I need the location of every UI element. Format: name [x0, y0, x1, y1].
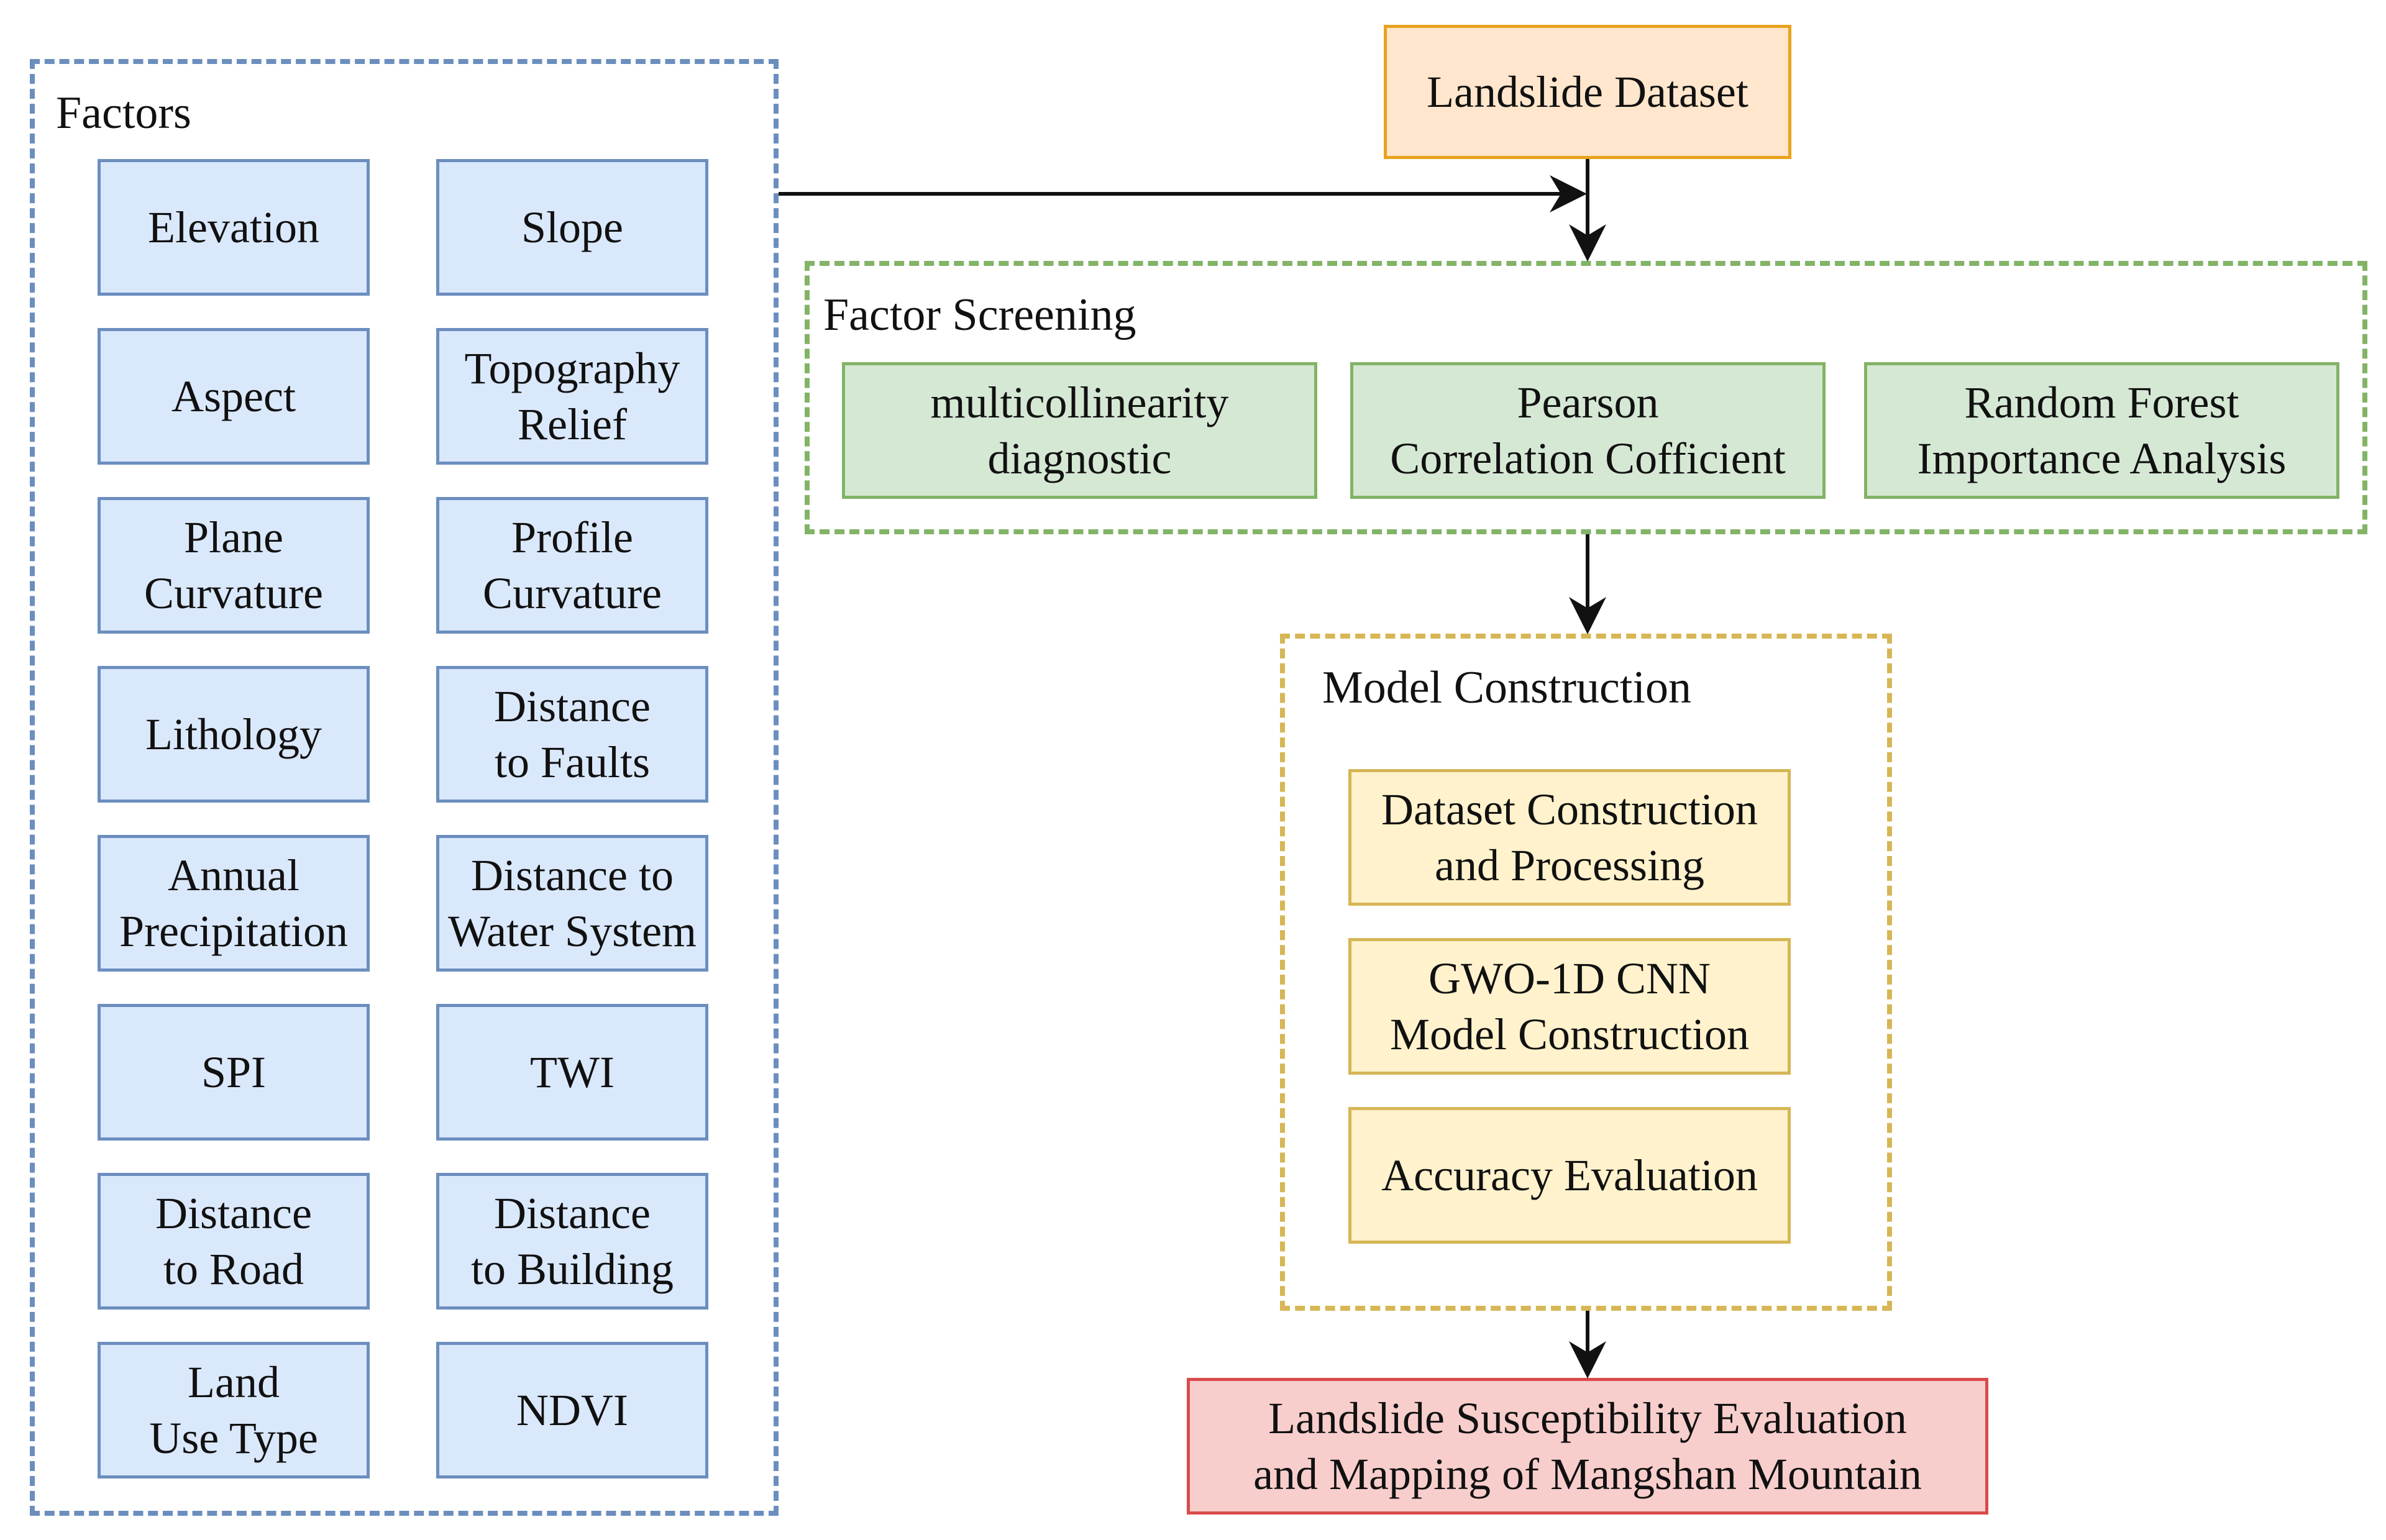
- model-construction-group: [1280, 634, 1892, 1311]
- landslide-dataset-box: Landslide Dataset: [1384, 25, 1791, 159]
- factor-profile-curvature: Profile Curvature: [436, 497, 708, 634]
- factor-twi: TWI: [436, 1004, 708, 1141]
- factor-land-use-type: Land Use Type: [98, 1342, 370, 1478]
- factors-title: Factors: [56, 88, 191, 139]
- screening-multicollinearity: multicollinearity diagnostic: [842, 362, 1317, 499]
- factor-aspect: Aspect: [98, 328, 370, 465]
- factor-plane-curvature: Plane Curvature: [98, 497, 370, 634]
- factor-screening-title: Factor Screening: [823, 289, 1136, 340]
- factor-ndvi: NDVI: [436, 1342, 708, 1478]
- susceptibility-output-box: Landslide Susceptibility Evaluation and …: [1187, 1378, 1988, 1515]
- model-gwo-1d-cnn: GWO-1D CNN Model Construction: [1348, 938, 1791, 1075]
- model-accuracy-evaluation: Accuracy Evaluation: [1348, 1107, 1791, 1244]
- factor-distance-to-faults: Distance to Faults: [436, 666, 708, 803]
- factor-lithology: Lithology: [98, 666, 370, 803]
- factor-distance-to-road: Distance to Road: [98, 1173, 370, 1310]
- model-dataset-construction: Dataset Construction and Processing: [1348, 769, 1791, 906]
- factors-group: [30, 59, 779, 1516]
- factor-distance-to-building: Distance to Building: [436, 1173, 708, 1310]
- screening-random-forest: Random Forest Importance Analysis: [1864, 362, 2339, 499]
- factor-annual-precipitation: Annual Precipitation: [98, 835, 370, 972]
- screening-pearson: Pearson Correlation Cofficient: [1350, 362, 1826, 499]
- factor-elevation: Elevation: [98, 159, 370, 296]
- model-construction-title: Model Construction: [1322, 662, 1692, 713]
- factor-screening-group: [805, 261, 2367, 534]
- factor-spi: SPI: [98, 1004, 370, 1141]
- factor-topography-relief: Topography Relief: [436, 328, 708, 465]
- factor-slope: Slope: [436, 159, 708, 296]
- factor-distance-to-water-system: Distance to Water System: [436, 835, 708, 972]
